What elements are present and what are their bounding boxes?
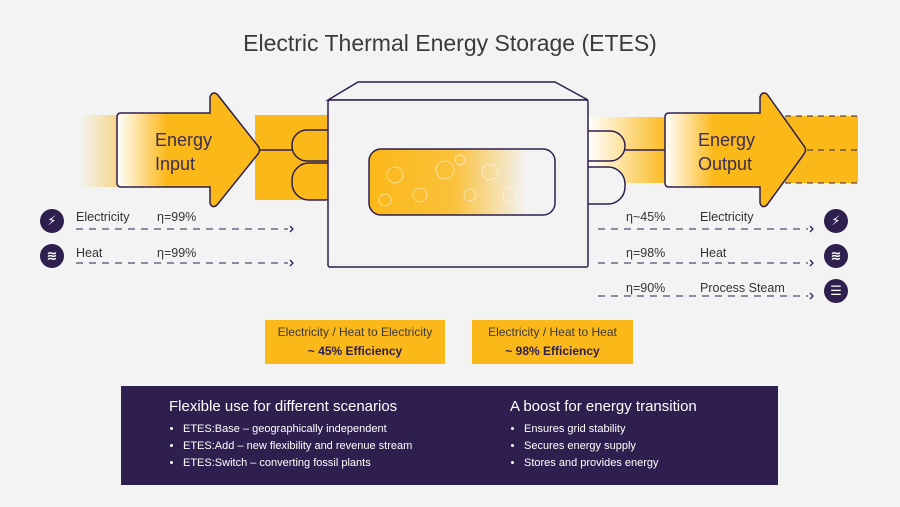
- scenarios-column: Flexible use for different scenarios ETE…: [169, 398, 412, 472]
- chevron-right-icon: [289, 225, 814, 300]
- transition-column: A boost for energy transition Ensures gr…: [510, 398, 697, 472]
- storage-window: [368, 148, 556, 216]
- transition-heading: A boost for energy transition: [510, 398, 697, 415]
- steam-wind-icon: ☰: [824, 279, 848, 303]
- input-fade-strip: [80, 115, 118, 187]
- list-item: Stores and provides energy: [524, 455, 697, 472]
- output-row-efficiency: η=98%: [626, 246, 666, 260]
- lightning-icon: ⚡: [40, 209, 64, 233]
- energy-input-arrow: [116, 92, 261, 208]
- list-item: ETES:Add – new flexibility and revenue s…: [183, 438, 412, 455]
- list-item: ETES:Base – geographically independent: [183, 421, 412, 438]
- output-row-label: Electricity: [700, 210, 754, 224]
- output-row-label: Heat: [700, 246, 727, 260]
- output-row-label: Process Steam: [700, 281, 785, 295]
- energy-output-arrow: [664, 92, 807, 208]
- input-row-efficiency: η=99%: [157, 246, 197, 260]
- list-item: Ensures grid stability: [524, 421, 697, 438]
- heat-waves-icon: ≋: [40, 244, 64, 268]
- lightning-icon: ⚡: [824, 209, 848, 233]
- efficiency-box-heat: Electricity / Heat to Heat ~ 98% Efficie…: [472, 320, 633, 364]
- heat-waves-icon: ≋: [824, 244, 848, 268]
- input-row-efficiency: η=99%: [157, 210, 197, 224]
- list-item: ETES:Switch – converting fossil plants: [183, 455, 412, 472]
- page-title: Electric Thermal Energy Storage (ETES): [243, 30, 657, 56]
- input-row-label: Electricity: [76, 210, 130, 224]
- input-row-label: Heat: [76, 246, 103, 260]
- storage-box-top: [325, 81, 589, 101]
- info-panel: Flexible use for different scenarios ETE…: [121, 386, 778, 485]
- output-row-efficiency: η~45%: [626, 210, 666, 224]
- energy-output-label: Energy Output: [698, 130, 756, 174]
- energy-input-label: Energy Input: [155, 130, 213, 174]
- output-row-efficiency: η=90%: [626, 281, 666, 295]
- efficiency-box-electricity: Electricity / Heat to Electricity ~ 45% …: [265, 320, 445, 364]
- list-item: Secures energy supply: [524, 438, 697, 455]
- scenarios-heading: Flexible use for different scenarios: [169, 398, 398, 415]
